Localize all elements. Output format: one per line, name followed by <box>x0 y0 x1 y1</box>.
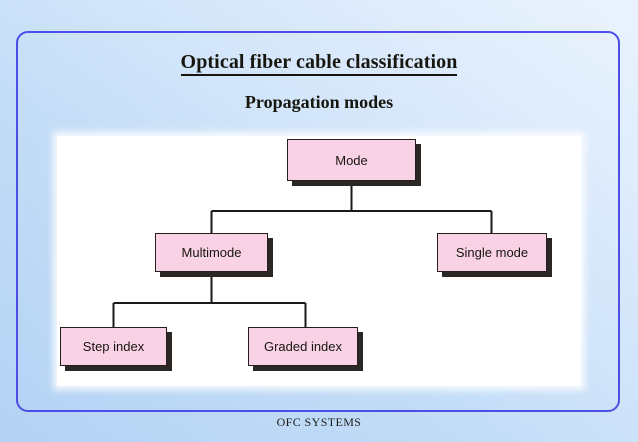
page-subtitle: Propagation modes <box>244 92 394 112</box>
node-graded-index[interactable]: Graded index <box>248 327 358 366</box>
node-step-index[interactable]: Step index <box>60 327 167 366</box>
page-title: Optical fiber cable classification <box>0 51 638 76</box>
node-multimode[interactable]: Multimode <box>155 233 268 272</box>
node-mode[interactable]: Mode <box>287 139 416 181</box>
node-multimode-label: Multimode <box>181 245 242 260</box>
node-graded-index-label: Graded index <box>263 339 343 354</box>
page-title-text: Optical fiber cable classification <box>180 51 458 76</box>
node-single-mode-label: Single mode <box>455 245 529 260</box>
slide-footer: OFC SYSTEMS <box>276 415 362 429</box>
node-single-mode[interactable]: Single mode <box>437 233 547 272</box>
node-step-index-label: Step index <box>82 339 145 354</box>
node-mode-label: Mode <box>335 152 368 168</box>
